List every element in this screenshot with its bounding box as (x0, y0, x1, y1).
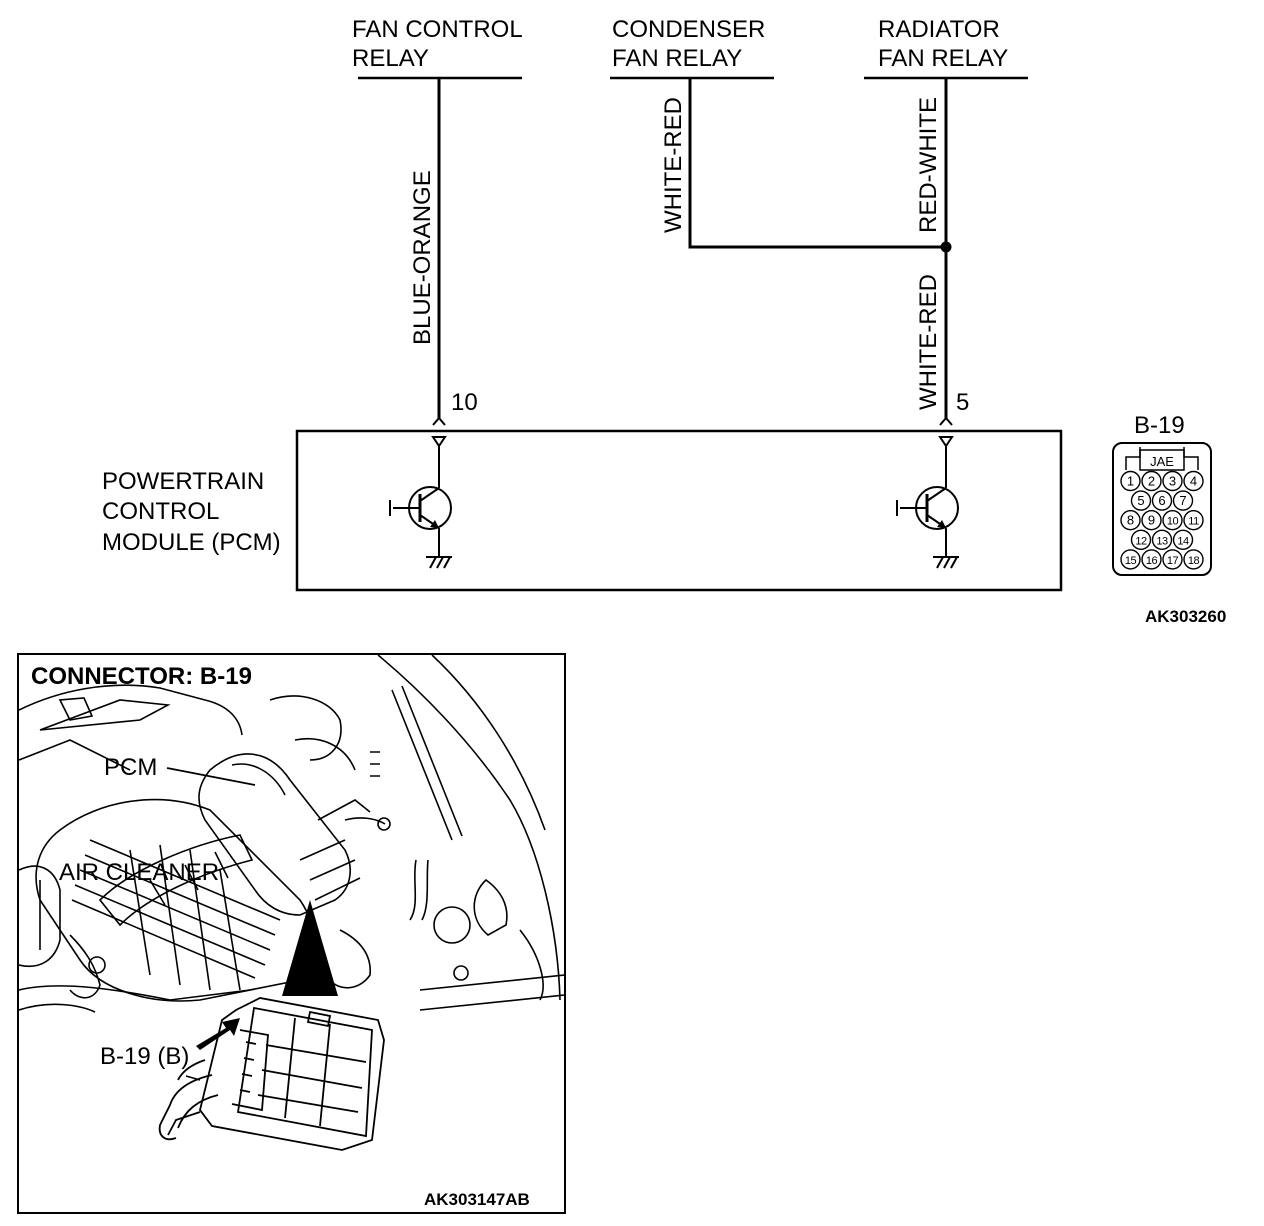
connector-pin-number: 7 (1179, 493, 1186, 508)
svg-text:MODULE (PCM): MODULE (PCM) (102, 529, 281, 556)
connector-pin-number: 9 (1148, 513, 1155, 528)
wire-label-white-red-condenser: WHITE-RED (660, 97, 687, 233)
connector-pin-number: 4 (1190, 474, 1197, 489)
condenser-relay-line1: CONDENSER (612, 16, 765, 43)
connector-pin-circle (1141, 549, 1162, 570)
connector-pin-circle (1120, 470, 1141, 492)
pin-number-5: 5 (956, 389, 969, 416)
connector-pin-number: 16 (1146, 555, 1158, 567)
connector-pin-circle (1120, 510, 1141, 531)
wire-label-red-white: RED-WHITE (915, 97, 942, 233)
radiator-relay-line1: RADIATOR (878, 16, 1000, 43)
connector-insert-arrow (196, 1018, 240, 1050)
pin-number-10: 10 (451, 389, 478, 416)
connector-pin-number: 1 (1127, 474, 1134, 489)
connector-locator-panel: CONNECTOR: B-19 PCM AIR CLEANER B-19 (B)… (17, 653, 566, 1214)
connector-pin-circle (1141, 470, 1162, 492)
wire-label-blue-orange: BLUE-ORANGE (409, 170, 436, 345)
engine-bay-illustration (19, 655, 564, 1013)
wires (437, 78, 948, 418)
connector-pointer-arrow (282, 900, 338, 996)
fan-control-relay-line2: RELAY (352, 45, 429, 72)
radiator-relay-line2: FAN RELAY (878, 45, 1008, 72)
connector-pin-number: 11 (1188, 516, 1199, 528)
fan-control-relay-line1: FAN CONTROL (352, 16, 523, 43)
schematic-figure-code: AK303260 (1145, 607, 1226, 626)
connector-pin-circle (1162, 470, 1183, 492)
connector-pin-number: 6 (1158, 493, 1165, 508)
svg-text:POWERTRAIN: POWERTRAIN (102, 468, 264, 495)
locator-figure-code: AK303147AB (424, 1190, 530, 1209)
callout-connector-b19b: B-19 (B) (100, 1043, 189, 1070)
wire-label-white-red-radiator: WHITE-RED (915, 274, 942, 410)
locator-title: CONNECTOR: B-19 (31, 663, 252, 690)
connector-pin-number: 12 (1135, 535, 1147, 547)
connector-pin-number: 14 (1177, 535, 1189, 547)
connector-pin-circle (1120, 549, 1141, 570)
connector-pin-circle (1183, 510, 1204, 531)
connector-pin-circle (1162, 549, 1183, 570)
transistor-driver-left (389, 436, 452, 569)
connector-face-tag: JAE (1150, 454, 1174, 469)
callout-pcm: PCM (104, 754, 157, 781)
connector-pin-circle (1130, 490, 1152, 511)
condenser-fan-relay: CONDENSER FAN RELAY (610, 16, 774, 80)
connector-pin-number: 17 (1167, 555, 1179, 567)
connector-pin-circle (1151, 529, 1173, 550)
splice-junction (940, 241, 952, 253)
svg-text:CONTROL: CONTROL (102, 498, 219, 525)
connector-pin-circle (1183, 549, 1204, 570)
terminal-10-chevron (432, 416, 446, 426)
connector-pin-number: 10 (1167, 516, 1179, 528)
pcm-leader-line (166, 767, 256, 786)
connector-pin-circle (1172, 529, 1194, 550)
connector-pin-number: 5 (1137, 493, 1144, 508)
connector-pin-number: 13 (1156, 535, 1168, 547)
pcm-module-box (295, 429, 1063, 592)
connector-pin-circle (1130, 529, 1152, 550)
connector-pin-circle (1183, 470, 1204, 492)
callout-air-cleaner: AIR CLEANER (59, 859, 219, 886)
connector-pin-number: 3 (1169, 474, 1176, 489)
connector-pin-circle (1141, 510, 1162, 531)
connector-pin-number: 8 (1127, 513, 1134, 528)
connector-pin-circle (1172, 490, 1194, 511)
condenser-relay-line2: FAN RELAY (612, 45, 742, 72)
terminal-5-chevron (939, 416, 953, 426)
transistor-driver-right (896, 436, 959, 569)
connector-pin-circle (1151, 490, 1173, 511)
pcm-module-label: POWERTRAIN CONTROL MODULE (PCM) (102, 468, 281, 556)
connector-pin-number: 2 (1148, 474, 1155, 489)
radiator-fan-relay: RADIATOR FAN RELAY (864, 16, 1028, 80)
connector-pin-circle (1162, 510, 1183, 531)
connector-face-label: B-19 (1134, 412, 1185, 439)
connector-pin-number: 15 (1125, 555, 1137, 567)
fan-control-relay: FAN CONTROL RELAY (352, 16, 523, 80)
connector-pin-number: 18 (1188, 555, 1200, 567)
pcm-connector-closeup (158, 997, 385, 1151)
